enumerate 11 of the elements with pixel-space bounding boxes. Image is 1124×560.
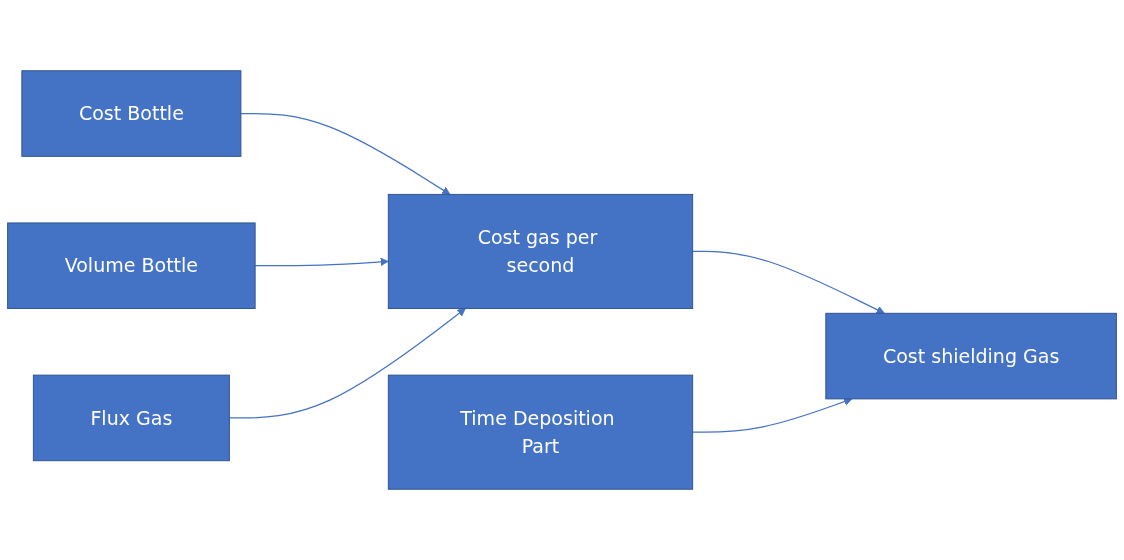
- arrow: [692, 250, 885, 314]
- arrow: [240, 112, 451, 195]
- node-box: Time Deposition Part: [387, 374, 694, 490]
- node-box: Cost gas per second: [387, 193, 694, 309]
- arrow: [228, 308, 466, 419]
- arrow: [254, 257, 389, 267]
- node-box: Flux Gas: [32, 374, 230, 462]
- node-box: Volume Bottle: [7, 222, 256, 309]
- node-box: Cost Bottle: [21, 70, 242, 157]
- arrow: [692, 397, 853, 433]
- node-box: Cost shielding Gas: [825, 312, 1117, 400]
